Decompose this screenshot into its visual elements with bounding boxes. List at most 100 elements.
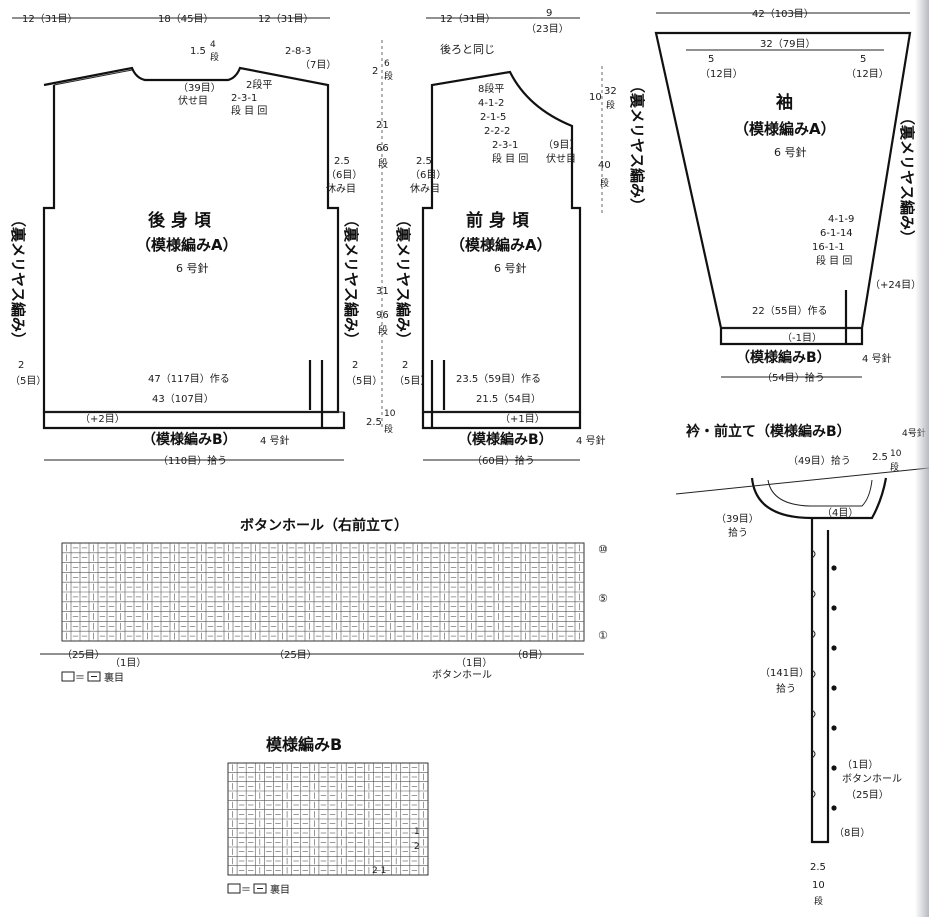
back-side-num-right: 2 bbox=[352, 360, 358, 371]
buttonhole-count-1: （25目） bbox=[62, 649, 105, 661]
page-binding-shadow bbox=[915, 0, 929, 917]
front-rib-outline bbox=[421, 412, 582, 430]
mid-rib-h-rows: 10 bbox=[384, 409, 396, 419]
back-side-num-left: 2 bbox=[18, 360, 24, 371]
sleeve-pattern: （模様編みA） bbox=[734, 120, 836, 138]
collar-bottom-sts: （8目） bbox=[834, 827, 870, 839]
front-top-dim: 12（31目） bbox=[440, 13, 495, 25]
front-neck-h-unit: 段 bbox=[606, 99, 615, 111]
back-needle: 6 号針 bbox=[176, 261, 209, 275]
front-top-dim2: 9 bbox=[546, 8, 552, 19]
back-inc: （+2目） bbox=[80, 413, 125, 425]
back-pattern: （模様編みA） bbox=[136, 236, 238, 254]
back-neck-line bbox=[53, 69, 133, 86]
back-side-sts-left: （5目） bbox=[10, 375, 46, 387]
buttonhole-legend-eq: ＝ bbox=[75, 673, 85, 684]
back-body-outline bbox=[42, 66, 340, 414]
collar-front-pickup-label: 拾う bbox=[776, 682, 796, 695]
sleeve-inc-units: 段 目 回 bbox=[816, 254, 852, 267]
collar-piece bbox=[675, 467, 929, 844]
front-band-outline bbox=[810, 518, 830, 844]
back-shoulder-sts: （7目） bbox=[300, 59, 336, 71]
sleeve-inner: 32（79目） bbox=[760, 38, 815, 50]
front-side-sts: （5目） bbox=[394, 375, 430, 387]
back-neck-bind-label: 伏せ目 bbox=[178, 94, 208, 107]
button-dot bbox=[831, 805, 837, 811]
collar-bottom-h-unit: 段 bbox=[814, 895, 823, 907]
collar-side-pickup: （39目） bbox=[716, 513, 759, 525]
sleeve-inc-rule-3: 16-1-1 bbox=[812, 242, 845, 253]
front-neck-rule-1: 4-1-2 bbox=[478, 98, 504, 109]
back-neck-rows-unit: 段 bbox=[210, 51, 219, 63]
buttonhole-chart-grid bbox=[61, 542, 585, 642]
sleeve-dec: （-1目） bbox=[782, 332, 822, 344]
sleeve-plus: （+24目） bbox=[870, 279, 921, 291]
buttonhole-legend-purl-icon bbox=[87, 671, 101, 682]
buttonhole-mark bbox=[811, 789, 816, 799]
back-neck-dec-rule: 2-3-1 bbox=[231, 93, 257, 104]
back-side-sts-right: （5目） bbox=[346, 375, 382, 387]
front-side-h: 40 bbox=[598, 160, 611, 171]
collar-neck-pickup: （49目）拾う bbox=[788, 454, 851, 467]
back-neck-dec-head: 2段平 bbox=[246, 78, 272, 91]
front-side-h-unit: 段 bbox=[600, 177, 609, 189]
buttonhole-label: ボタンホール bbox=[432, 669, 492, 681]
front-neck-h-rows: 32 bbox=[604, 86, 617, 97]
patternB-row-2: 2 bbox=[414, 842, 420, 852]
front-width: 21.5（54目） bbox=[476, 393, 541, 405]
back-top-right-dim: 12（31目） bbox=[258, 13, 313, 25]
buttonhole-count-3: （25目） bbox=[274, 649, 317, 661]
sleeve-rib-outline bbox=[719, 328, 864, 346]
collar-depth-rows: 10 bbox=[890, 449, 902, 459]
back-armhole-label: 休み目 bbox=[326, 183, 356, 195]
back-body-piece bbox=[42, 66, 346, 430]
back-cast-on: 47（117目）作る bbox=[148, 373, 230, 385]
front-neck-rule-3: 2-2-2 bbox=[484, 126, 510, 137]
sleeve-side-right-sts: （12目） bbox=[846, 68, 889, 80]
front-neck-units: 段 目 回 bbox=[492, 152, 528, 165]
buttonhole-mark bbox=[811, 629, 816, 639]
sleeve-cast-on: 22（55目）作る bbox=[752, 305, 827, 317]
sleeve-pickup: （54目）拾う bbox=[762, 371, 825, 384]
front-neck-rule-2: 2-1-5 bbox=[480, 112, 506, 123]
collar-title: 衿・前立て（模様編みB） bbox=[686, 423, 851, 440]
button-dot bbox=[831, 605, 837, 611]
patternB-row-1: 1 bbox=[414, 827, 420, 837]
front-inc: （+1目） bbox=[500, 413, 545, 425]
buttonhole-count-5: （8目） bbox=[512, 649, 548, 661]
mid-depth-top-unit: 段 bbox=[384, 70, 393, 82]
front-armhole-label: 休み目 bbox=[410, 183, 440, 195]
collar-bh-label: ボタンホール bbox=[842, 773, 902, 785]
front-neck-head: 8段平 bbox=[478, 82, 504, 95]
collar-depth-unit: 段 bbox=[890, 461, 899, 473]
back-top-left-dim: 12（31目） bbox=[22, 13, 77, 25]
mid-body-h-rows: 96 bbox=[376, 310, 389, 321]
patternB-legend-blank-icon bbox=[227, 883, 241, 894]
back-rib-needle: 4 号針 bbox=[260, 434, 290, 447]
front-side-num: 2 bbox=[402, 360, 408, 371]
front-neck-rule-4: 2-3-1 bbox=[492, 140, 518, 151]
collar-hem-line bbox=[675, 467, 929, 495]
collar-bottom-h-rows: 10 bbox=[812, 880, 825, 891]
front-body-piece bbox=[421, 70, 582, 430]
sleeve-rib: （模様編みB） bbox=[736, 349, 831, 366]
collar-front-pickup: （141目） bbox=[760, 667, 809, 679]
sleeve-piece bbox=[654, 31, 912, 346]
front-pattern: （模様編みA） bbox=[450, 236, 552, 254]
front-armhole-sts: （6目） bbox=[410, 169, 446, 181]
front-neck-bind-label: 伏せ目 bbox=[546, 152, 576, 165]
buttonhole-row-5: ⑤ bbox=[598, 592, 608, 605]
sleeve-side-left: 5 bbox=[708, 54, 714, 65]
buttonhole-count-4: （1目） bbox=[456, 657, 492, 669]
button-dot bbox=[831, 565, 837, 571]
collar-bh-gap: （25目） bbox=[846, 789, 889, 801]
back-top-center-dim: 18（45目） bbox=[158, 13, 213, 25]
sleeve-top: 42（103目） bbox=[752, 8, 814, 20]
buttonhole-count-2: （1目） bbox=[110, 657, 146, 669]
buttonhole-legend-blank-icon bbox=[61, 671, 75, 682]
mid-depth-top-rows: 6 bbox=[384, 59, 390, 69]
patternB-chart-grid bbox=[227, 762, 429, 876]
mid-armhole-h-unit: 段 bbox=[378, 157, 388, 170]
front-title: 前 身 頃 bbox=[466, 210, 530, 231]
